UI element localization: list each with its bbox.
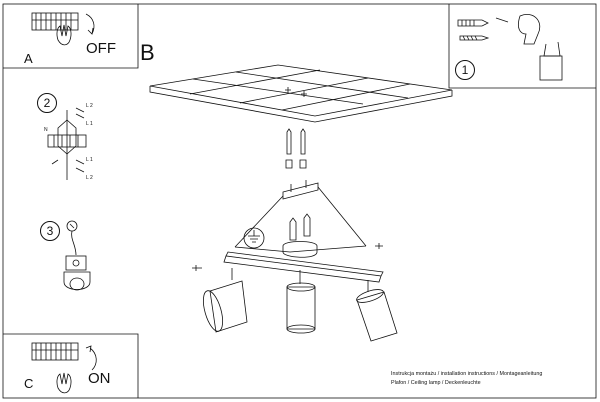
guide-lines [234,186,367,253]
canopy [282,241,318,258]
arrow-down-icon [85,13,95,35]
panel-a-frame [3,4,139,69]
wire-label-l2-top: L 2 [86,103,93,109]
panel-1-frame [448,4,596,89]
switch-on-label: ON [88,370,111,387]
panel-c-frame [3,333,139,398]
arrow-up-icon [85,345,97,371]
ceiling-panel [149,64,453,123]
hand-icon [56,24,72,46]
wire-label-l1-top: L 1 [86,121,93,127]
screw-icon [459,35,490,41]
wall-plug-icon [457,19,489,27]
footer-caption: Instrukcja montażu / installation instru… [391,370,542,388]
drill-mark [285,87,307,97]
ground-icon [243,227,265,249]
wire-label-l2-bottom: L 2 [86,175,93,181]
switch-off-label: OFF [86,40,116,57]
lamp-bar [223,251,384,283]
spotlight-center [286,270,316,334]
step-number-3: 3 [40,221,60,241]
panel-a-letter: A [24,51,33,66]
footer-title: Instrukcja montażu / installation instru… [391,371,543,377]
spotlight-right [356,280,398,342]
step-number-1: 1 [455,60,475,80]
wall-plug-icon [285,128,307,169]
wire-label-n: N [44,127,48,133]
panel-b-letter: B [140,40,155,65]
wire-label-l1-bottom: L 1 [86,157,93,163]
footer-product: Plafon / Ceiling lamp / Deckenleuchte [391,380,481,386]
drill-icon [495,14,563,81]
wiring-diagram [47,107,87,180]
hand-icon [56,372,72,394]
mounting-plate [282,180,319,200]
switch-box-on [31,342,79,361]
step-number-2: 2 [37,93,57,113]
panel-c-letter: C [24,376,34,391]
spotlight-left [202,268,248,333]
screw-icon [289,213,311,241]
switch-box-off [31,12,79,31]
screw-icon [192,243,383,271]
connector-diagram [63,220,91,291]
page-border [2,3,597,399]
